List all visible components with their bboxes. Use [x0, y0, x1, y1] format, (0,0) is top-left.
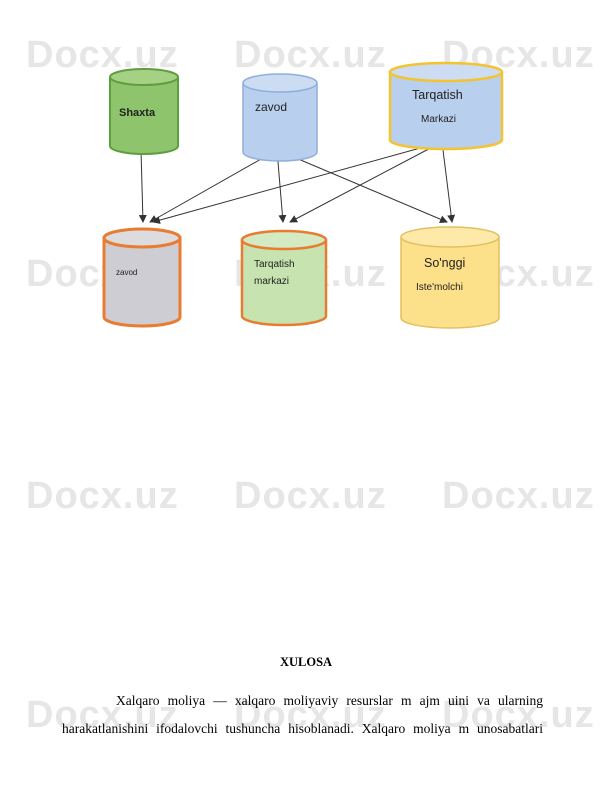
watermark: Docx.uz: [234, 694, 387, 736]
watermark: Docx.uz: [26, 475, 179, 517]
cylinder-tarqatish-markazi: [388, 72, 504, 151]
label-zavod-bottom: zavod: [116, 268, 137, 277]
node-songgi-istemolchi: So'nggi Iste'molchi: [400, 226, 500, 329]
watermark: Docx.uz: [234, 34, 387, 76]
label-markazi-bottom: markazi: [254, 276, 289, 287]
node-tarqatish-markazi-top: Tarqatish Markazi: [388, 61, 504, 151]
watermark: Docx.uz: [442, 694, 595, 736]
node-zavod-bottom: zavod: [102, 227, 182, 328]
label-tarqatish-bottom: Tarqatish: [254, 259, 295, 270]
cylinder-zavod-bottom: [102, 238, 182, 328]
cylinder-top-songgi: [400, 226, 500, 248]
arrow-markaz-to-songgi: [441, 141, 456, 223]
node-tarqatish-bottom: Tarqatish markazi: [240, 229, 328, 327]
node-zavod-top: zavod: [242, 73, 318, 162]
node-shaxta: Shaxta: [109, 68, 179, 155]
label-shaxta: Shaxta: [119, 107, 156, 119]
paragraph-line: Xalqaro moliya — xalqaro moliyaviy resur…: [116, 693, 543, 708]
arrow-markaz-to-zavod: [152, 141, 443, 224]
arrow-shaxta-to-zavod: [138, 149, 147, 223]
cylinder-songgi: [400, 237, 500, 329]
watermark: Docx.uz: [26, 694, 179, 736]
arrow-zavod-to-songgi: [276, 149, 448, 223]
label-tarqatish-top: Tarqatish: [412, 88, 463, 102]
cylinder-zavod-top: [242, 83, 318, 162]
supply-chain-diagram: Shaxta zavod Tarqatish Markazi zavod Tar…: [102, 61, 504, 329]
flow-arrows: [138, 141, 456, 224]
paragraph-line: harakatlanishini ifodalovchi tushuncha h…: [62, 721, 543, 736]
cylinder-top-zavod-bottom: [102, 227, 182, 249]
cylinder-top-tarqatish-bottom: [240, 229, 328, 251]
arrow-markaz-to-tarqatish: [289, 141, 443, 223]
label-songgi: So'nggi: [424, 256, 465, 270]
arrow-zavod-to-zavod: [149, 149, 278, 223]
cylinder-top-shaxta: [109, 68, 179, 86]
cylinder-shaxta: [109, 77, 179, 155]
cylinder-tarqatish-bottom: [240, 240, 328, 327]
label-markazi-top: Markazi: [421, 114, 456, 125]
arrow-zavod-to-tarqatish: [276, 149, 287, 223]
label-zavod-top: zavod: [255, 100, 287, 114]
section-heading: XULOSA: [279, 655, 333, 669]
cylinder-top-tarqatish-markazi: [388, 61, 504, 83]
watermark: Docx.uz: [234, 475, 387, 517]
label-istemolchi: Iste'molchi: [416, 282, 463, 293]
cylinder-top-zavod: [242, 73, 318, 93]
watermark: Docx.uz: [442, 475, 595, 517]
